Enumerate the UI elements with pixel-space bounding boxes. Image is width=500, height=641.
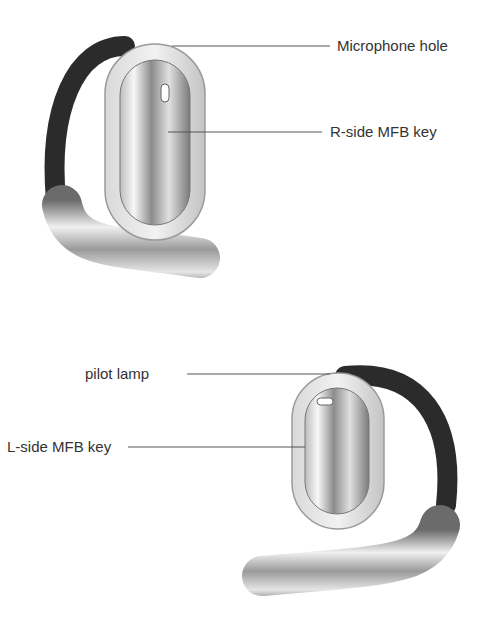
speaker-shell — [105, 44, 205, 240]
leader-line — [128, 447, 305, 448]
leader-line — [172, 46, 330, 47]
part-label: L-side MFB key — [7, 437, 111, 457]
part-label: Microphone hole — [337, 36, 448, 56]
speaker-core — [305, 388, 369, 514]
speaker-shell — [292, 373, 384, 529]
left-earphone — [262, 373, 447, 576]
body-arm — [262, 525, 440, 576]
right-earphone — [55, 44, 205, 258]
part-label: R-side MFB key — [330, 122, 437, 142]
leader-line — [187, 374, 330, 375]
button-slot — [161, 84, 169, 102]
leader-line — [168, 132, 322, 133]
speaker-core — [120, 60, 190, 225]
part-label: pilot lamp — [85, 364, 149, 384]
button-slot — [317, 398, 333, 405]
